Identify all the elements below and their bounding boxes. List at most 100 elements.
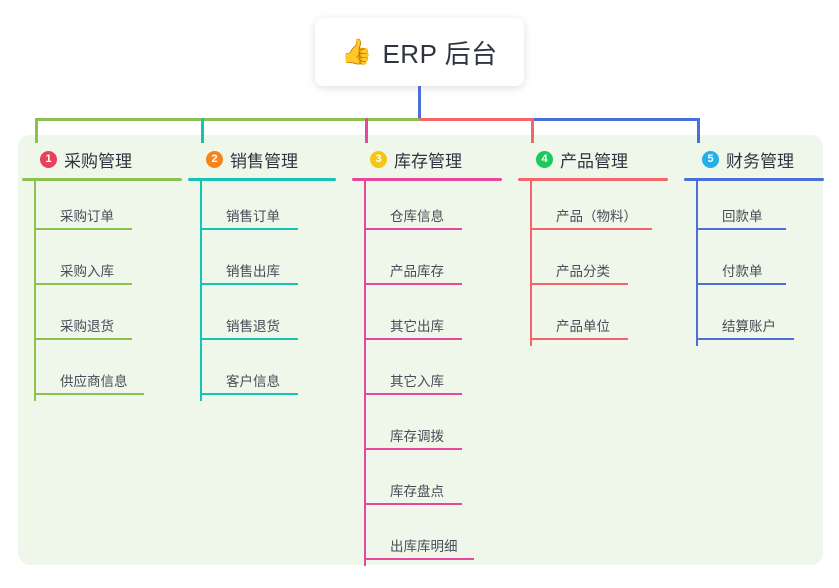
branch-number-badge: 5 [702, 150, 719, 168]
list-item[interactable]: 采购退货 [22, 291, 182, 346]
branch-title: 库存管理 [394, 151, 462, 171]
branch-title: 销售管理 [230, 151, 298, 171]
branch-title: 产品管理 [560, 151, 628, 171]
list-item-underline [364, 503, 462, 505]
branch-1[interactable]: 1 采购管理采购订单采购入库采购退货供应商信息 [22, 143, 182, 401]
list-item-label: 库存调拨 [390, 429, 444, 444]
list-item-label: 销售订单 [226, 209, 280, 224]
list-item-label: 付款单 [722, 264, 763, 279]
branch-number-badge: 1 [40, 150, 57, 168]
list-item[interactable]: 库存调拨 [352, 401, 502, 456]
list-item-label: 销售退货 [226, 319, 280, 334]
list-item-label: 销售出库 [226, 264, 280, 279]
list-item[interactable]: 产品单位 [518, 291, 668, 346]
list-item[interactable]: 产品库存 [352, 236, 502, 291]
list-item-underline [364, 448, 462, 450]
bus-segment-5 [419, 118, 697, 121]
branch-header-2[interactable]: 2 销售管理 [188, 143, 336, 175]
list-item[interactable]: 供应商信息 [22, 346, 182, 401]
list-item-label: 产品库存 [390, 264, 444, 279]
list-item-label: 库存盘点 [390, 484, 444, 499]
list-item[interactable]: 其它入库 [352, 346, 502, 401]
list-item-underline [530, 283, 628, 285]
list-item[interactable]: 出库库明细 [352, 511, 502, 566]
list-item-label: 结算账户 [722, 319, 776, 334]
branch-spine [364, 181, 366, 566]
list-item[interactable]: 其它出库 [352, 291, 502, 346]
branch-drop-1 [35, 118, 38, 143]
branch-header-5[interactable]: 5 财务管理 [684, 143, 824, 175]
list-item[interactable]: 销售出库 [188, 236, 336, 291]
branch-spine [34, 181, 36, 401]
list-item[interactable]: 销售退货 [188, 291, 336, 346]
list-item-label: 仓库信息 [390, 209, 444, 224]
branch-underline [352, 178, 502, 181]
list-item[interactable]: 结算账户 [684, 291, 824, 346]
list-item[interactable]: 仓库信息 [352, 181, 502, 236]
branch-5[interactable]: 5 财务管理回款单付款单结算账户 [684, 143, 824, 346]
list-item-label: 采购退货 [60, 319, 114, 334]
list-item-underline [696, 283, 786, 285]
branch-spine [200, 181, 202, 401]
list-item-label: 产品单位 [556, 319, 610, 334]
branch-number-badge: 2 [206, 150, 223, 168]
list-item-label: 其它出库 [390, 319, 444, 334]
list-item[interactable]: 采购入库 [22, 236, 182, 291]
branch-items: 仓库信息产品库存其它出库其它入库库存调拨库存盘点出库库明细 [352, 181, 502, 566]
list-item-underline [696, 228, 786, 230]
list-item-label: 产品（物料） [556, 209, 637, 224]
branch-underline [22, 178, 182, 181]
branch-underline [188, 178, 336, 181]
list-item-underline [530, 228, 652, 230]
list-item-underline [364, 393, 462, 395]
bus-segment-4 [419, 118, 531, 121]
list-item[interactable]: 销售订单 [188, 181, 336, 236]
list-item[interactable]: 回款单 [684, 181, 824, 236]
list-item-underline [34, 393, 144, 395]
branch-underline [518, 178, 668, 181]
list-item-underline [364, 558, 474, 560]
list-item-underline [34, 228, 132, 230]
branch-underline [684, 178, 824, 181]
list-item-underline [364, 283, 462, 285]
list-item[interactable]: 库存盘点 [352, 456, 502, 511]
branch-3[interactable]: 3 库存管理仓库信息产品库存其它出库其它入库库存调拨库存盘点出库库明细 [352, 143, 502, 566]
list-item[interactable]: 采购订单 [22, 181, 182, 236]
branch-spine [530, 181, 532, 346]
root-node[interactable]: 👍 ERP 后台 [315, 18, 524, 86]
branch-drop-5 [697, 118, 700, 143]
branch-title: 采购管理 [64, 151, 132, 171]
branch-items: 采购订单采购入库采购退货供应商信息 [22, 181, 182, 401]
branch-title: 财务管理 [726, 151, 794, 171]
list-item-label: 产品分类 [556, 264, 610, 279]
list-item-underline [696, 338, 794, 340]
list-item[interactable]: 产品（物料） [518, 181, 668, 236]
branch-2[interactable]: 2 销售管理销售订单销售出库销售退货客户信息 [188, 143, 336, 401]
bus-segment-1 [35, 118, 419, 121]
branch-header-3[interactable]: 3 库存管理 [352, 143, 502, 175]
list-item-underline [364, 228, 462, 230]
branch-items: 销售订单销售出库销售退货客户信息 [188, 181, 336, 401]
list-item-underline [530, 338, 628, 340]
list-item[interactable]: 付款单 [684, 236, 824, 291]
branch-items: 产品（物料） 产品分类产品单位 [518, 181, 668, 346]
list-item-label: 回款单 [722, 209, 763, 224]
list-item-label: 其它入库 [390, 374, 444, 389]
list-item-underline [34, 338, 132, 340]
list-item[interactable]: 客户信息 [188, 346, 336, 401]
branches-panel [18, 135, 823, 565]
list-item[interactable]: 产品分类 [518, 236, 668, 291]
list-item-label: 出库库明细 [390, 539, 458, 554]
root-title: ERP 后台 [382, 38, 498, 69]
branch-number-badge: 3 [370, 150, 387, 168]
list-item-label: 采购订单 [60, 209, 114, 224]
root-stem [418, 86, 421, 120]
branch-items: 回款单付款单结算账户 [684, 181, 824, 346]
list-item-label: 客户信息 [226, 374, 280, 389]
branch-drop-4 [531, 118, 534, 143]
thumbs-up-icon: 👍 [341, 37, 373, 66]
branch-header-1[interactable]: 1 采购管理 [22, 143, 182, 175]
